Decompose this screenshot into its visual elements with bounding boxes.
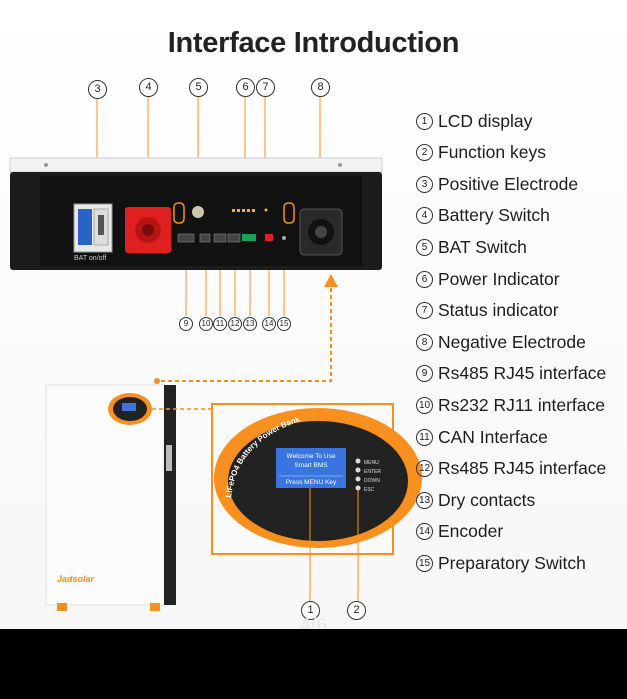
legend-label: LCD display	[438, 110, 533, 131]
legend-item: 15 Preparatory Switch	[416, 551, 586, 575]
lcd-line-3: Press MENU Key	[286, 479, 337, 486]
legend-item: 2 Function keys	[416, 141, 546, 165]
legend-label: Function keys	[438, 142, 546, 163]
legend-item: 4 Battery Switch	[416, 204, 550, 228]
bottom-bar	[0, 629, 627, 699]
legend-number: 1	[416, 112, 433, 130]
negative-terminal	[299, 208, 343, 256]
legend-item: 5 BAT Switch	[416, 235, 527, 259]
button-label-menu: MENU	[364, 460, 379, 466]
legend-label: Power Indicator	[438, 268, 560, 289]
legend-item: 10 Rs232 RJ11 interface	[416, 393, 605, 417]
legend-item: 7 Status indicator	[416, 299, 559, 323]
page-indicator: 4/6	[299, 615, 328, 629]
legend-label: Dry contacts	[438, 489, 536, 510]
legend-label: Battery Switch	[438, 205, 550, 226]
legend-label: Rs485 RJ45 interface	[438, 363, 607, 384]
brand-logo: Jadsolar	[57, 574, 95, 584]
callout-5: 5	[189, 78, 208, 97]
legend-item: 12 Rs485 RJ45 interface	[416, 457, 606, 481]
legend-item: 8 Negative Electrode	[416, 330, 586, 354]
legend-number: 8	[416, 333, 433, 351]
battery-cabinet	[45, 384, 176, 611]
legend-number: 6	[416, 270, 433, 288]
button-label-enter: ENTER	[364, 469, 381, 475]
callout-2: 2	[347, 601, 366, 620]
legend-number: 4	[416, 207, 433, 225]
legend-number: 7	[416, 302, 433, 320]
legend-number: 11	[416, 428, 433, 446]
callout-15: 15	[277, 317, 291, 331]
ports-row	[177, 233, 286, 243]
legend-number: 3	[416, 175, 433, 193]
slot-left	[173, 202, 185, 224]
legend-item: 14 Encoder	[416, 520, 503, 544]
callout-9: 9	[179, 317, 193, 331]
lcd-line-1: Welcome To Use	[287, 453, 336, 460]
callout-6: 6	[236, 78, 255, 97]
legend-number: 5	[416, 238, 433, 256]
legend-label: Rs485 RJ45 interface	[438, 458, 607, 479]
legend-item: 6 Power Indicator	[416, 267, 560, 291]
button-label-down: DOWN	[364, 478, 380, 484]
status-led	[264, 208, 268, 212]
legend-label: Negative Electrode	[438, 331, 586, 352]
legend-label: Status indicator	[438, 300, 559, 321]
page-title: Interface Introduction	[167, 27, 460, 59]
breaker-label: BAT on/off	[74, 255, 106, 262]
power-indicator-leds	[232, 209, 255, 212]
lcd-line-2: Smart BMS	[294, 462, 328, 469]
bat-switch-knob	[192, 206, 204, 218]
callout-1: 1	[301, 601, 320, 620]
display-zoom	[211, 403, 422, 603]
connector-arrow	[154, 274, 338, 384]
legend-item: 1 LCD display	[416, 109, 532, 133]
interface-illustration: BAT on/off	[9, 97, 422, 611]
legend-label: Positive Electrode	[438, 173, 579, 194]
callout-4: 4	[139, 78, 158, 97]
legend-number: 10	[416, 396, 433, 414]
legend-number: 9	[416, 365, 433, 383]
legend-item: 13 Dry contacts	[416, 488, 535, 512]
button-label-esc: ESC	[364, 487, 375, 493]
legend-label: CAN Interface	[438, 426, 548, 447]
callout-13: 13	[243, 317, 257, 331]
legend-item: 3 Positive Electrode	[416, 172, 578, 196]
callout-3: 3	[88, 80, 107, 99]
callout-14: 14	[262, 317, 276, 331]
legend-label: BAT Switch	[438, 236, 527, 257]
legend-number: 14	[416, 523, 433, 541]
legend-number: 15	[416, 554, 433, 572]
breaker-switch	[73, 203, 113, 253]
legend-item: 9 Rs485 RJ45 interface	[416, 362, 606, 386]
callout-8: 8	[311, 78, 330, 97]
callout-12: 12	[228, 317, 242, 331]
callout-10: 10	[199, 317, 213, 331]
product-image: Interface Introduction	[0, 0, 627, 629]
legend-label: Preparatory Switch	[438, 552, 586, 573]
legend-number: 2	[416, 144, 433, 162]
legend-number: 13	[416, 491, 433, 509]
slot-right	[283, 202, 295, 224]
callout-11: 11	[213, 317, 227, 331]
legend-label: Rs232 RJ11 interface	[438, 394, 605, 415]
callout-7: 7	[256, 78, 275, 97]
legend-label: Encoder	[438, 521, 504, 542]
positive-terminal	[125, 207, 171, 253]
legend-number: 12	[416, 460, 433, 478]
legend-item: 11 CAN Interface	[416, 425, 548, 449]
